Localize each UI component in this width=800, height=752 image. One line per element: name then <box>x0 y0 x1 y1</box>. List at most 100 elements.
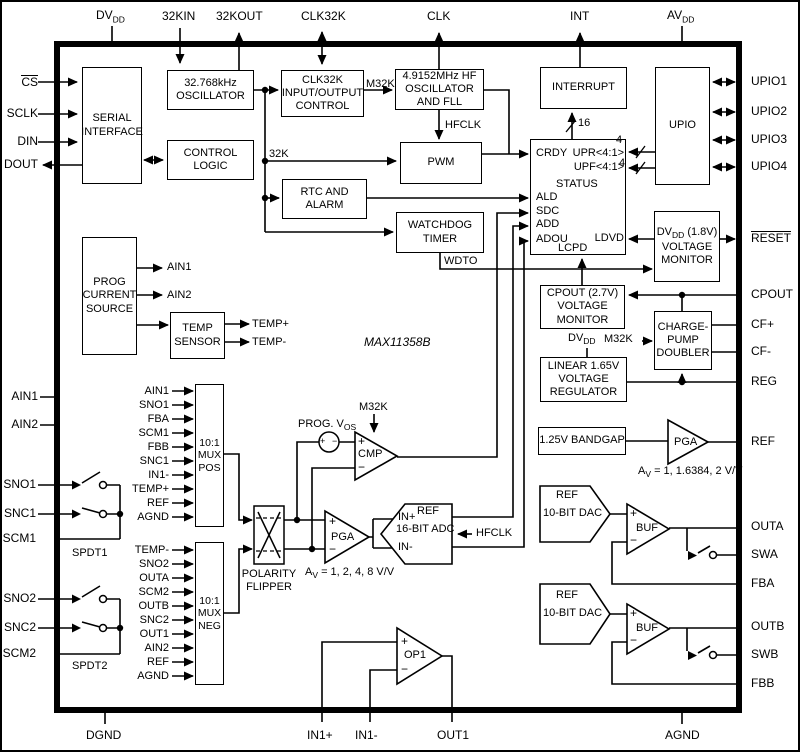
bufa-minus-mark: − <box>630 533 638 547</box>
muxpos-in-label: AGND <box>137 511 169 523</box>
pin-scm1: SCM1 <box>2 531 36 545</box>
vos-plus-mark: + <box>320 436 326 446</box>
pin-upio3: UPIO3 <box>751 132 788 146</box>
wire-wdto <box>439 253 653 274</box>
junction-dot <box>308 545 316 553</box>
arrow-wires <box>38 28 736 614</box>
muxneg-in-label: SNC2 <box>139 614 169 626</box>
m32k-cp-label: M32K <box>604 333 633 345</box>
pin-cf-plus: CF+ <box>751 317 775 331</box>
pin-swa: SWA <box>751 547 778 561</box>
osc32-block: 32.768kHz OSCILLATOR <box>167 70 254 110</box>
switch-symbols <box>72 480 718 660</box>
pin-reset: RESET <box>751 231 792 245</box>
pin-outb: OUTB <box>751 619 785 633</box>
prog-vos-label: PROG. VOS <box>298 418 357 433</box>
pin-upio1: UPIO1 <box>751 74 788 88</box>
interrupt-block: INTERRUPT <box>540 67 627 109</box>
pin-dgnd: DGND <box>86 728 122 742</box>
muxneg-in-label: OUT1 <box>139 628 169 640</box>
cmp-plus-mark: + <box>358 434 366 448</box>
muxneg-in-label: SNO2 <box>139 558 169 570</box>
ain1-signal-label: AIN1 <box>167 261 192 273</box>
m32k-label: M32K <box>366 78 395 90</box>
buf-b-triangle <box>626 602 671 656</box>
device-label: MAX11358B <box>364 335 431 349</box>
op1-plus-mark: + <box>401 634 409 648</box>
spdt1-nc-contact-icon <box>72 509 81 519</box>
pin-ain1: AIN1 <box>11 389 38 403</box>
wire-adou <box>452 236 529 548</box>
pin-snc2: SNC2 <box>3 620 36 634</box>
pin-swb: SWB <box>751 647 779 661</box>
hfclk-adc-label: HFCLK <box>476 527 513 539</box>
swb-pole <box>708 650 718 660</box>
muxneg-in-label: TEMP- <box>134 544 169 556</box>
op1-minus-mark: − <box>401 662 409 676</box>
spdt2-nc-contact-icon <box>72 623 81 633</box>
status-ldvd-label: LDVD <box>594 232 624 244</box>
spdt2-no-pole <box>98 594 108 604</box>
pin-sclk: SCLK <box>6 106 38 120</box>
converter-shapes <box>379 485 611 645</box>
junction-dot <box>678 378 686 386</box>
pin-sno2: SNO2 <box>3 591 36 605</box>
pin-int: INT <box>570 9 590 23</box>
muxpos-in-label: REF <box>147 497 169 509</box>
pin-clk: CLK <box>427 9 451 23</box>
spdt1-no-contact-icon <box>72 480 81 490</box>
pga-ref-label: PGA <box>674 436 698 448</box>
pin-cs: CS <box>21 75 38 89</box>
amp-triangles <box>324 418 710 686</box>
temp-plus-label: TEMP+ <box>252 318 289 330</box>
muxneg-in-label: REF <box>147 656 169 668</box>
pin-32kin: 32KIN <box>162 9 196 23</box>
pin-reg: REG <box>751 374 778 388</box>
spdt2-label: SPDT2 <box>72 660 108 672</box>
pin-outa: OUTA <box>751 519 784 533</box>
mux-input-arrows <box>172 386 194 681</box>
status-adou-label: ADOU <box>536 233 568 245</box>
pga-ref-triangle <box>667 418 710 466</box>
op1-triangle <box>396 626 444 686</box>
muxpos-in-label: IN1- <box>148 469 169 481</box>
polarity-flipper-label: POLARITY FLIPPER <box>241 568 297 593</box>
status-title: STATUS <box>556 178 598 190</box>
upio-block: UPIO <box>655 67 710 185</box>
muxneg-in-label: SCM2 <box>138 586 169 598</box>
pin-upio2: UPIO2 <box>751 104 788 118</box>
pin-fbb: FBB <box>751 676 775 690</box>
cmp-label: CMP <box>358 448 383 460</box>
muxpos-in-label: AIN1 <box>144 385 169 397</box>
dvdd-monitor-lines: VOLTAGE MONITOR <box>661 240 713 266</box>
muxneg-in-label: AGND <box>137 670 169 682</box>
muxpos-in-label: FBA <box>147 413 169 425</box>
pin-cpout: CPOUT <box>751 287 793 301</box>
pin-clk32k: CLK32K <box>301 9 346 23</box>
pga-minus-mark: − <box>329 542 337 556</box>
pwm-block: PWM <box>400 142 482 184</box>
status-add-label: ADD <box>536 218 560 230</box>
muxpos-in-label: FBB <box>147 441 169 453</box>
cmp-minus-mark: − <box>358 460 366 474</box>
bufb-plus-mark: + <box>630 606 638 620</box>
dvdd-monitor-block: DVDD (1.8V) VOLTAGE MONITOR <box>654 211 720 282</box>
dac-b-shape <box>539 583 611 645</box>
dvdd-monitor-title: DVDD (1.8V) <box>656 226 718 241</box>
bufa-plus-mark: + <box>630 506 638 520</box>
pin-cf-minus: CF- <box>751 344 771 358</box>
bufb-minus-mark: − <box>630 633 638 647</box>
cmp-triangle <box>354 430 399 482</box>
junction-dot <box>678 291 686 299</box>
swa-pole <box>708 550 718 560</box>
bidir-wires <box>143 31 736 244</box>
junction-dot <box>116 510 124 518</box>
adc-ref-label: REF <box>417 505 439 517</box>
chip-boundary <box>54 41 742 713</box>
pin-snc1: SNC1 <box>3 506 36 520</box>
muxpos-in-label: SNO1 <box>139 399 169 411</box>
pin-in1-plus: IN1+ <box>307 728 333 742</box>
pin-out1: OUT1 <box>437 728 470 742</box>
pin-in1-minus: IN1- <box>355 728 378 742</box>
